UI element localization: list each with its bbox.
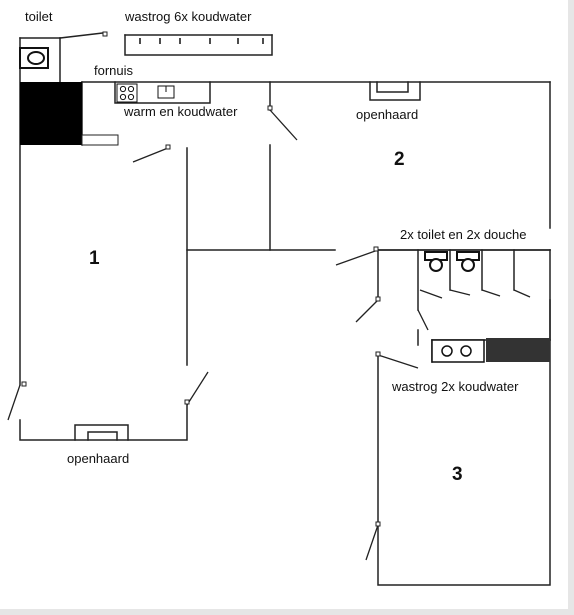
stall-toilet-icons xyxy=(424,251,480,272)
label-sink-2x: wastrog 2x koudwater xyxy=(392,379,519,394)
room-number-1: 1 xyxy=(89,248,100,269)
walls xyxy=(19,32,551,586)
storage-block-room3 xyxy=(486,338,550,362)
stove-icon xyxy=(116,83,138,103)
faucet-icons xyxy=(139,38,264,44)
label-sink-6x: wastrog 6x koudwater xyxy=(125,9,252,24)
label-stove: fornuis xyxy=(94,63,134,78)
counter-shelf xyxy=(81,134,119,146)
doors xyxy=(7,109,531,561)
label-toilets-showers: 2x toilet en 2x douche xyxy=(400,227,527,242)
label-fireplace-top: openhaard xyxy=(356,107,419,122)
label-fireplace-bottom: openhaard xyxy=(67,451,130,466)
storage-block xyxy=(20,82,82,145)
sink-2x-icon xyxy=(431,339,485,363)
door-hinges xyxy=(21,31,381,527)
label-warm-cold: warm en koudwater xyxy=(124,104,238,119)
room-number-2: 2 xyxy=(394,149,405,170)
toilet-icon xyxy=(19,47,49,69)
kitchen-sink-icon xyxy=(157,85,175,99)
room-number-3: 3 xyxy=(452,464,463,485)
label-toilet: toilet xyxy=(25,9,53,24)
